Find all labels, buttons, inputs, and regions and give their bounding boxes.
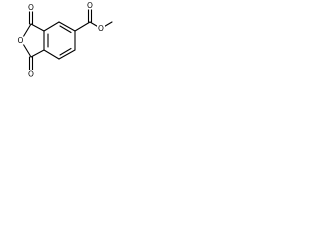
- bottom-carbonyl-oxygen-bg: [27, 70, 35, 78]
- ring-oxygen-bg: [16, 36, 25, 45]
- ring-oxygen-label: O: [18, 36, 24, 45]
- bond-c3a-c3: [30, 23, 45, 32]
- double-bond-inner-c6-c7: [59, 47, 72, 56]
- anhydride-ring: [20, 10, 45, 71]
- bond-c7-c7a: [43, 49, 60, 60]
- methyl-ester-group: [74, 8, 113, 32]
- ester-ether-oxygen-label: O: [98, 24, 104, 33]
- bond-c3a-c4: [43, 21, 60, 32]
- atom-labels: O O O O O: [16, 1, 105, 79]
- benzene-ring: [43, 21, 76, 60]
- bond-c6-c7: [58, 49, 76, 60]
- bond-c4-c5: [58, 21, 76, 32]
- top-carbonyl-oxygen-bg: [27, 3, 35, 12]
- double-bond-inner-c4-c5: [59, 25, 72, 34]
- bond-c5-ester-carbon: [74, 21, 91, 32]
- ester-ether-oxygen-bg: [97, 24, 105, 33]
- ester-carbonyl-oxygen-label: O: [87, 1, 93, 10]
- ester-carbonyl-oxygen-bg: [86, 1, 94, 10]
- structural-formula-diagram: O O O O O: [16, 1, 113, 79]
- top-carbonyl-oxygen-label: O: [28, 3, 34, 12]
- bottom-carbonyl-oxygen-label: O: [28, 70, 34, 79]
- bond-c1-c7a: [30, 49, 45, 58]
